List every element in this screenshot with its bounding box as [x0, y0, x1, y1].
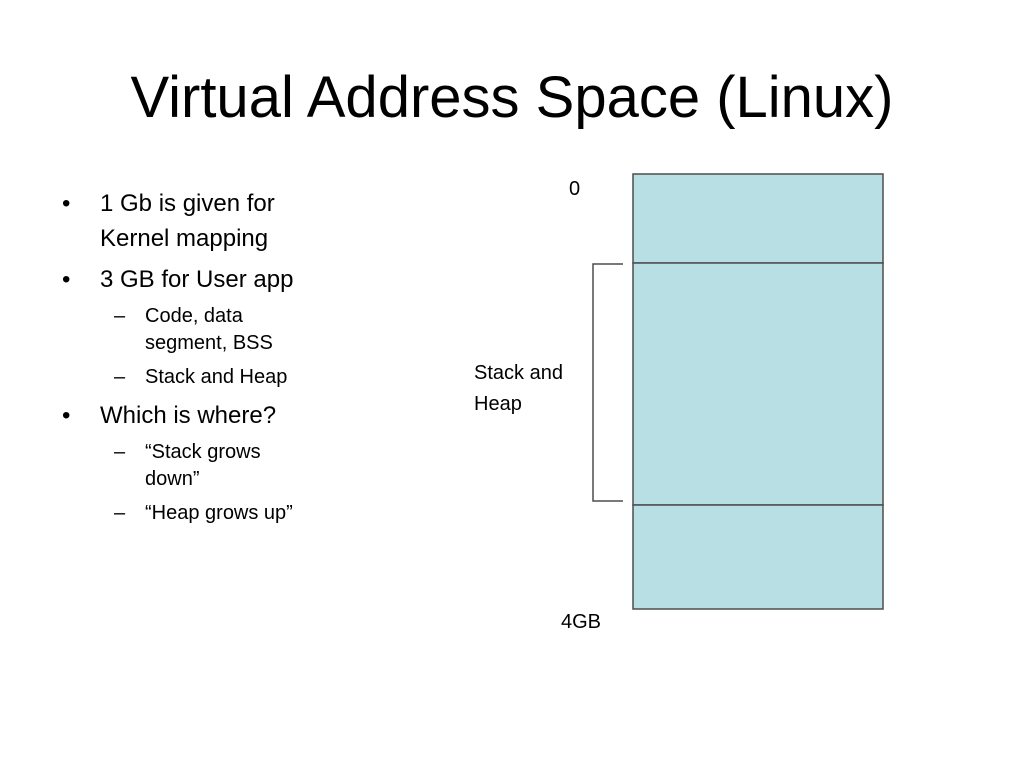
- bullet-item: • Which is where?: [56, 398, 386, 433]
- bullet-text-line: Which is where?: [100, 402, 277, 429]
- sub-bullet-text-line: down”: [145, 468, 200, 490]
- dash-marker: –: [114, 502, 126, 524]
- bullet-text-line: Kernel mapping: [100, 225, 269, 252]
- bullet-text-line: 3 GB for User app: [100, 266, 294, 293]
- dash-marker: –: [114, 305, 126, 327]
- sub-bullet-text-line: “Heap grows up”: [145, 502, 293, 524]
- dash-marker: –: [114, 441, 126, 463]
- sub-bullet-item: – “Stack grows down”: [56, 439, 386, 493]
- bullet-text-line: 1 Gb is given for: [100, 190, 275, 217]
- stack-heap-label-line1: Stack and: [474, 362, 563, 384]
- address-zero-label: 0: [569, 178, 581, 200]
- bullet-marker: •: [62, 402, 71, 429]
- slide-title: Virtual Address Space (Linux): [130, 65, 894, 130]
- bullet-item: • 3 GB for User app: [56, 262, 386, 297]
- sub-bullet-item: – “Heap grows up”: [56, 500, 386, 527]
- sub-bullet-item: – Stack and Heap: [56, 364, 386, 391]
- address-4gb-label: 4GB: [561, 611, 602, 633]
- sub-bullet-text-line: Code, data: [145, 305, 243, 327]
- dash-marker: –: [114, 366, 126, 388]
- sub-bullet-text-line: “Stack grows: [145, 441, 261, 463]
- sub-bullet-item: – Code, data segment, BSS: [56, 303, 386, 357]
- bullet-item: • 1 Gb is given for Kernel mapping: [56, 186, 386, 256]
- bullet-marker: •: [62, 190, 71, 217]
- stack-heap-label-line2: Heap: [474, 393, 522, 415]
- sub-bullet-text-line: segment, BSS: [145, 332, 273, 354]
- bullet-list: • 1 Gb is given for Kernel mapping • 3 G…: [56, 186, 386, 534]
- bullet-marker: •: [62, 266, 71, 293]
- kernel-segment: [632, 173, 884, 264]
- stack-heap-bracket: [592, 263, 623, 502]
- sub-bullet-text-line: Stack and Heap: [145, 366, 288, 388]
- stack-heap-segment: [632, 262, 884, 506]
- lower-user-segment: [632, 504, 884, 610]
